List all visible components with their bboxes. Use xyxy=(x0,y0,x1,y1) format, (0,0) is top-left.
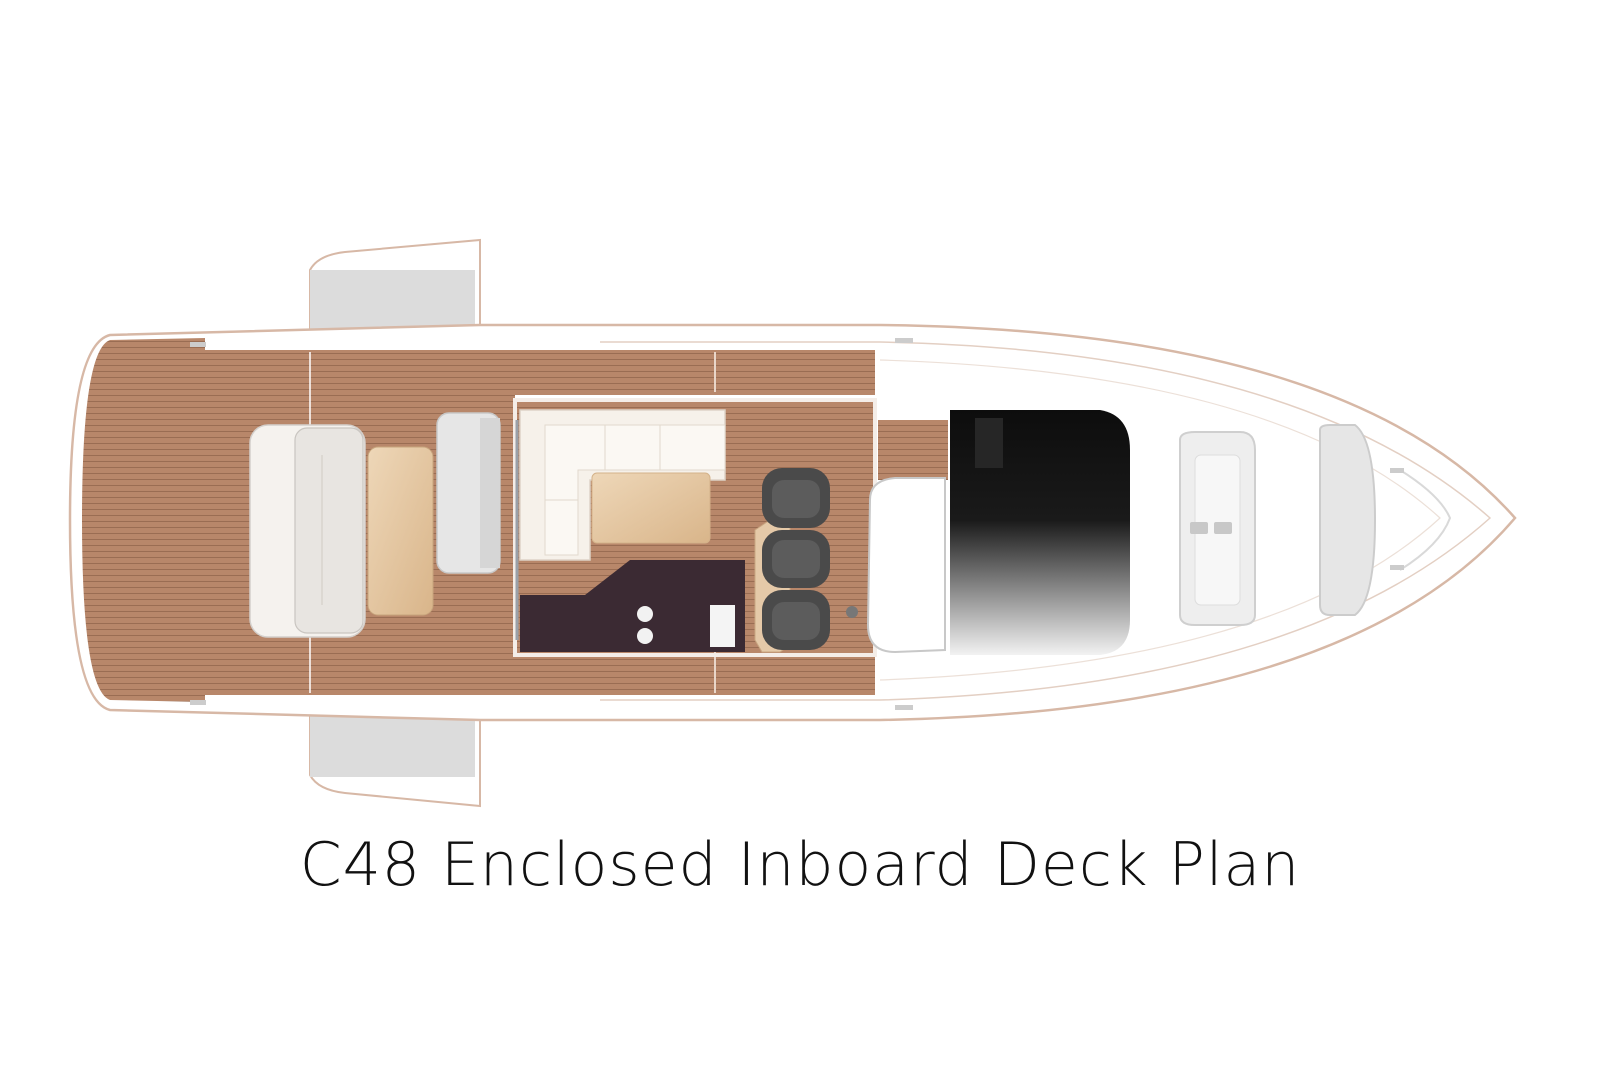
saloon-enclosure xyxy=(513,398,877,657)
helm-wheel-icon xyxy=(846,606,858,618)
side-deck-bottom xyxy=(300,650,875,695)
cleat-icon xyxy=(1390,468,1404,473)
windscreen xyxy=(950,410,1130,655)
aft-sofa xyxy=(249,424,366,638)
swim-platform xyxy=(82,338,205,702)
hatch-grille xyxy=(975,418,1003,468)
steps-forward xyxy=(878,420,948,480)
bow-seat xyxy=(1319,424,1377,616)
plan-title: C48 Enclosed Inboard Deck Plan xyxy=(299,830,1301,900)
cleat-icon xyxy=(895,338,913,343)
saloon-table xyxy=(591,472,711,544)
cleat-icon xyxy=(895,705,913,710)
cockpit-table xyxy=(367,446,434,616)
hob-burner-icon xyxy=(637,628,653,644)
cockpit-bench xyxy=(436,412,501,574)
side-deck-top xyxy=(300,350,875,395)
bow-rail xyxy=(1399,469,1452,571)
deck-inner-line xyxy=(600,341,1492,701)
saloon-sofa xyxy=(519,409,726,561)
galley-counter xyxy=(520,560,745,652)
sink-icon xyxy=(710,605,735,647)
foredeck-sunpad xyxy=(1179,431,1256,626)
deck-inner-line-2 xyxy=(879,359,1441,681)
cleat-icon xyxy=(190,700,206,705)
cleat-icon xyxy=(1390,565,1404,570)
cleat-icon xyxy=(190,342,206,347)
hob-burner-icon xyxy=(637,606,653,622)
helm-seats xyxy=(754,468,830,653)
helm-console xyxy=(866,477,946,654)
